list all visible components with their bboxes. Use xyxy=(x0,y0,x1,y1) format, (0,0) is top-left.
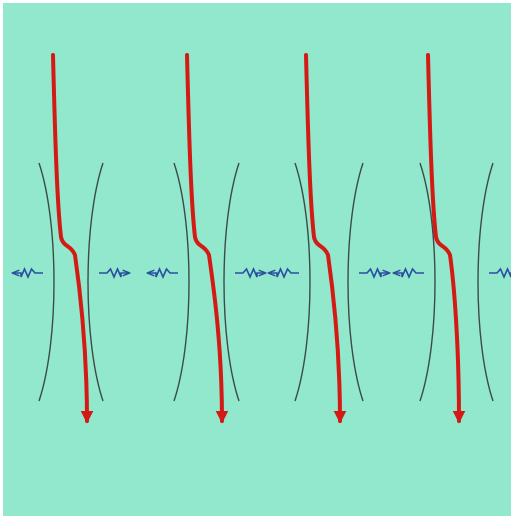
unit-1 xyxy=(13,55,129,421)
membrane-right-2 xyxy=(224,163,239,401)
beam-arrow-3 xyxy=(306,55,340,421)
wave-left-1 xyxy=(13,269,43,277)
beam-arrow-4 xyxy=(428,55,459,421)
units-layer xyxy=(13,55,511,421)
wave-left-4 xyxy=(394,269,424,277)
membrane-left-2 xyxy=(174,163,189,401)
unit-3 xyxy=(269,55,389,421)
membrane-left-1 xyxy=(39,163,54,401)
beam-arrow-1 xyxy=(53,55,87,421)
wave-right-2 xyxy=(235,269,265,277)
wave-left-2 xyxy=(148,269,178,277)
membrane-right-3 xyxy=(348,163,363,401)
diagram-svg xyxy=(3,3,511,516)
wave-right-1 xyxy=(99,269,129,277)
beam-arrow-2 xyxy=(187,55,222,421)
wave-left-3 xyxy=(269,269,299,277)
diagram-background xyxy=(3,3,511,516)
unit-2 xyxy=(148,55,265,421)
membrane-right-1 xyxy=(88,163,103,401)
wave-right-3 xyxy=(359,269,389,277)
unit-4 xyxy=(394,55,511,421)
membrane-right-4 xyxy=(478,163,493,401)
membrane-left-3 xyxy=(295,163,310,401)
wave-right-4 xyxy=(489,269,511,277)
